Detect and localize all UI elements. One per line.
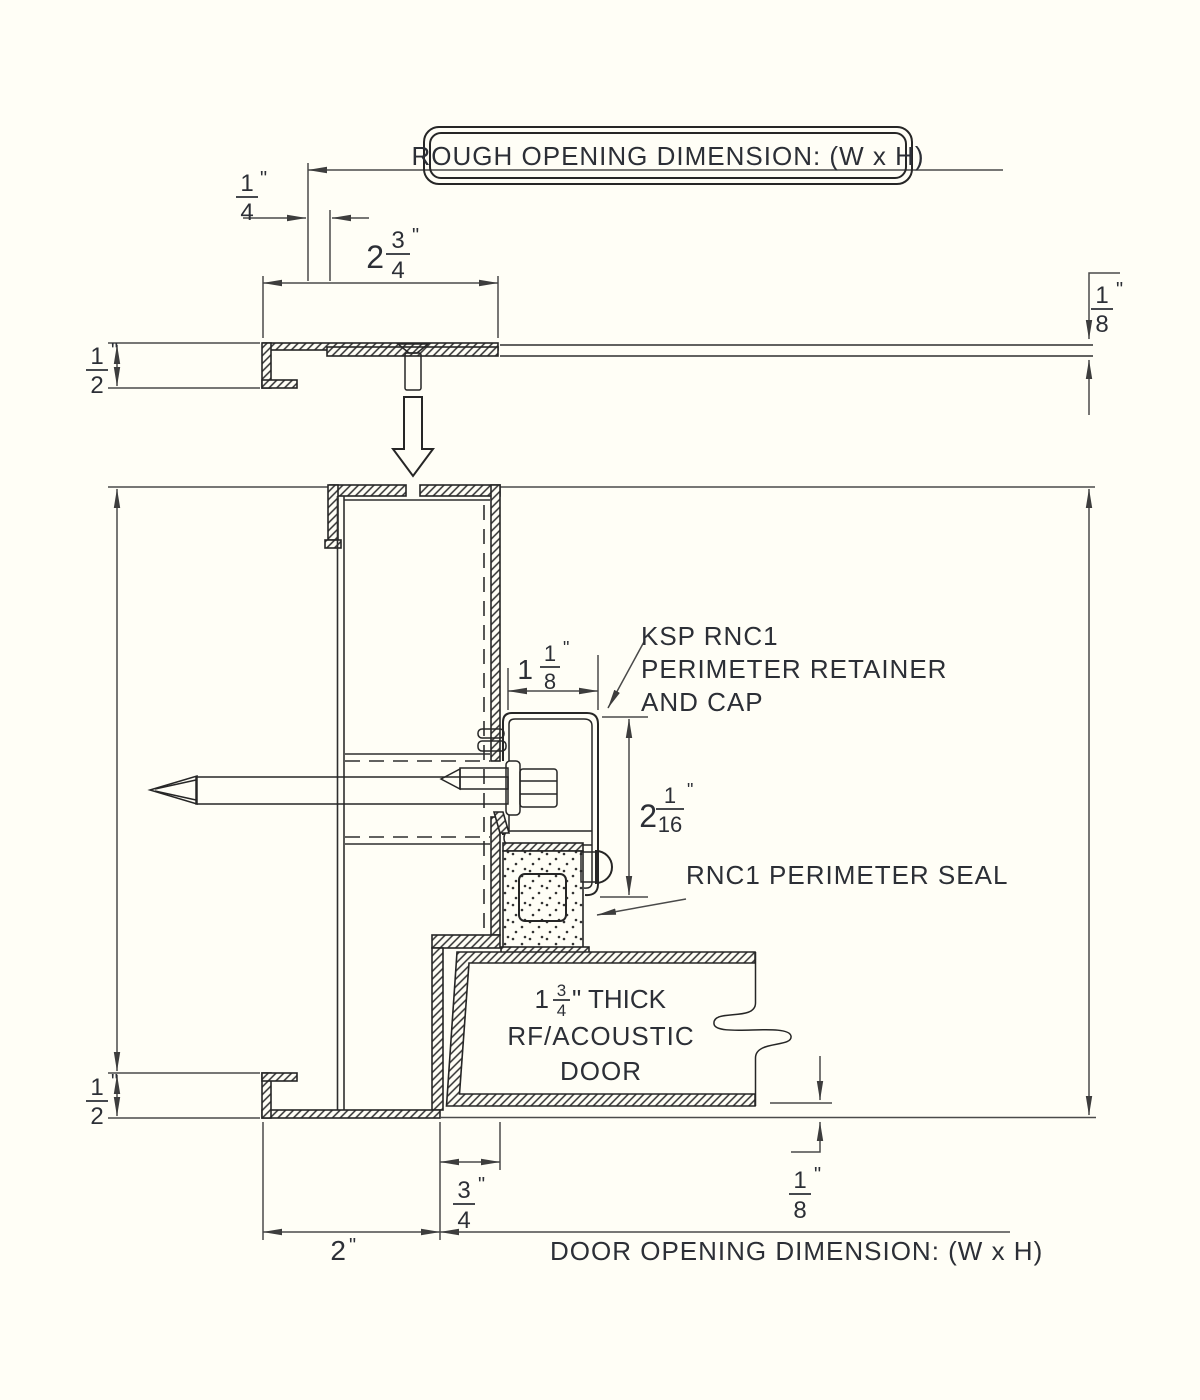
dim-cap-width-whole: 2 [366, 239, 384, 275]
perimeter-retainer-cap [477, 712, 599, 897]
retainer-screw [439, 760, 558, 816]
door-thickness-whole: 1 [535, 984, 549, 1014]
dim-cap-width-num: 3 [391, 227, 404, 254]
dim-frame-return-bottom-unit: " [111, 1071, 118, 1093]
break-line [713, 952, 792, 1106]
dim-panel-thickness-num: 1 [1095, 282, 1108, 309]
door-label-line3: DOOR [560, 1056, 642, 1086]
dim-cap-width-unit: " [412, 225, 419, 247]
dim-panel-thickness-unit: " [1116, 279, 1123, 301]
door-label-line2: RF/ACOUSTIC [507, 1021, 694, 1051]
dim-stop-offset-unit: " [478, 1174, 485, 1196]
cap-plate-section [108, 163, 1120, 415]
dim-frame-face-whole: 2 [330, 1235, 346, 1266]
dim-panel-offset-unit: " [260, 168, 267, 190]
retainer-callout-line3: AND CAP [641, 687, 764, 717]
dim-retainer-width-whole: 1 [517, 654, 533, 685]
perimeter-seal [500, 842, 613, 955]
rough-opening-label: ROUGH OPENING DIMENSION: (W x H) [412, 141, 925, 171]
dim-retainer-height-den: 16 [658, 812, 682, 837]
dim-door-undercut-den: 8 [793, 1197, 806, 1224]
dim-cap-return-top: 1 2 " [86, 340, 118, 399]
door-thickness-den: 4 [557, 1001, 566, 1020]
dim-panel-offset-den: 4 [240, 199, 253, 226]
dim-frame-return-bottom-num: 1 [90, 1074, 103, 1101]
dim-panel-offset-num: 1 [240, 170, 253, 197]
hex-head [519, 768, 558, 808]
dim-retainer-height-whole: 2 [639, 798, 657, 834]
rough-opening-callout: ROUGH OPENING DIMENSION: (W x H) [412, 126, 925, 185]
dim-retainer-height: 2 1 16 " [600, 716, 693, 898]
dim-retainer-height-num: 1 [664, 783, 676, 808]
retainer-callout-line1: KSP RNC1 [641, 621, 779, 651]
dim-retainer-width-den: 8 [544, 669, 556, 694]
door-thickness-suffix: " THICK [572, 984, 667, 1014]
dim-cap-return-top-num: 1 [90, 343, 103, 370]
dim-panel-thickness: 1 8 " [1091, 279, 1123, 338]
dim-panel-thickness-den: 8 [1095, 311, 1108, 338]
dim-cap-width: 2 3 4 " [366, 225, 419, 284]
wall-anchor-screw [147, 774, 509, 806]
dim-cap-return-top-unit: " [111, 340, 118, 362]
dim-cap-width-den: 4 [391, 257, 404, 284]
bottom-dimensions: 1 2 " 3 4 " 1 8 " 2 " DOOR OPENING DIMEN… [86, 1056, 1096, 1266]
door-opening-label: DOOR OPENING DIMENSION: (W x H) [550, 1236, 1043, 1266]
seal-callout-label: RNC1 PERIMETER SEAL [686, 860, 1008, 890]
dim-stop-offset-num: 3 [457, 1177, 470, 1204]
dim-retainer-width: 1 1 8 " [507, 638, 599, 710]
dim-panel-offset: 1 4 " [236, 168, 267, 226]
retainer-callout: KSP RNC1 PERIMETER RETAINER AND CAP [607, 621, 947, 717]
assembly-direction-arrow [391, 396, 435, 478]
dim-cap-return-top-den: 2 [90, 372, 103, 399]
dim-retainer-width-num: 1 [544, 641, 556, 666]
door-leaf: 1 3 4 " THICK RF/ACOUSTIC DOOR [445, 951, 792, 1107]
dim-door-undercut-unit: " [814, 1164, 821, 1186]
dim-retainer-height-unit: " [687, 780, 693, 800]
retainer-callout-line2: PERIMETER RETAINER [641, 654, 947, 684]
seal-callout: RNC1 PERIMETER SEAL [596, 860, 1008, 916]
door-thickness-num: 3 [557, 981, 566, 1000]
dim-door-undercut-num: 1 [793, 1167, 806, 1194]
seal-screw-head [595, 849, 613, 885]
dim-frame-return-bottom-den: 2 [90, 1103, 103, 1130]
frame-head-section [108, 484, 1095, 1119]
dim-retainer-width-unit: " [563, 638, 569, 658]
dim-stop-offset-den: 4 [457, 1207, 470, 1234]
dim-frame-face-unit: " [349, 1235, 356, 1257]
countersunk-screw [404, 352, 422, 391]
